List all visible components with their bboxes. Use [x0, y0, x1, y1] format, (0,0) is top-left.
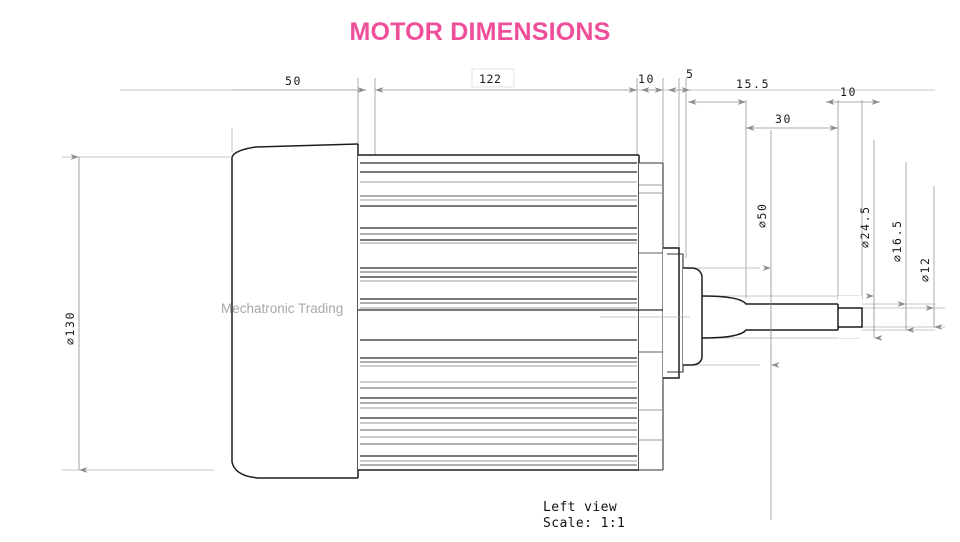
watermark-text: Mechatronic Trading: [221, 301, 343, 316]
mounting-flange: [663, 247, 680, 379]
view-label-block: Left view Scale: 1:1: [543, 500, 625, 531]
dim-front-housing: 10: [638, 72, 663, 93]
rear-cover-bottom-fillet: [231, 461, 358, 479]
dim-label-d12: ⌀12: [918, 256, 932, 282]
dim-rear-cover-length: 50: [120, 74, 366, 93]
dim-label-5: 5: [686, 67, 695, 81]
dim-label-10-front: 10: [638, 72, 655, 86]
page-title: MOTOR DIMENSIONS: [349, 18, 611, 46]
dim-shaft-total-length: 15.5: [688, 77, 770, 105]
dim-flange-diameter: ⌀50: [755, 130, 780, 520]
shaft-shoulder: [683, 267, 703, 366]
dim-main-shaft-diameter: ⌀16.5: [890, 162, 915, 333]
cooling-fins-lower: [360, 339, 637, 466]
dim-label-122: 122: [479, 72, 502, 86]
dim-label-d130: ⌀130: [63, 311, 77, 345]
dim-label-d50: ⌀50: [755, 202, 769, 228]
dim-label-30: 30: [775, 112, 792, 126]
dim-body-diameter: ⌀130: [63, 154, 88, 473]
dim-shaft-step-length: 30: [746, 112, 838, 131]
dim-label-15-5: 15.5: [736, 77, 770, 91]
dim-shaft-tip-length: 10: [826, 85, 880, 105]
dim-label-d16-5: ⌀16.5: [890, 219, 904, 262]
dim-label-50: 50: [285, 74, 302, 88]
view-label-line1: Left view: [543, 500, 617, 515]
dim-tip-diameter: ⌀12: [918, 186, 943, 330]
rear-cover-top-fillet: [231, 143, 359, 158]
dim-flange-thickness: 5: [668, 67, 695, 93]
dim-label-10-tip: 10: [840, 85, 857, 99]
dim-shoulder-diameter: ⌀24.5: [858, 140, 883, 341]
motor-outline: [214, 143, 863, 479]
dim-label-d24-5: ⌀24.5: [858, 205, 872, 248]
view-label-line2: Scale: 1:1: [543, 516, 625, 531]
cooling-fins-upper: [360, 162, 637, 309]
shaft-tip: [837, 304, 863, 330]
